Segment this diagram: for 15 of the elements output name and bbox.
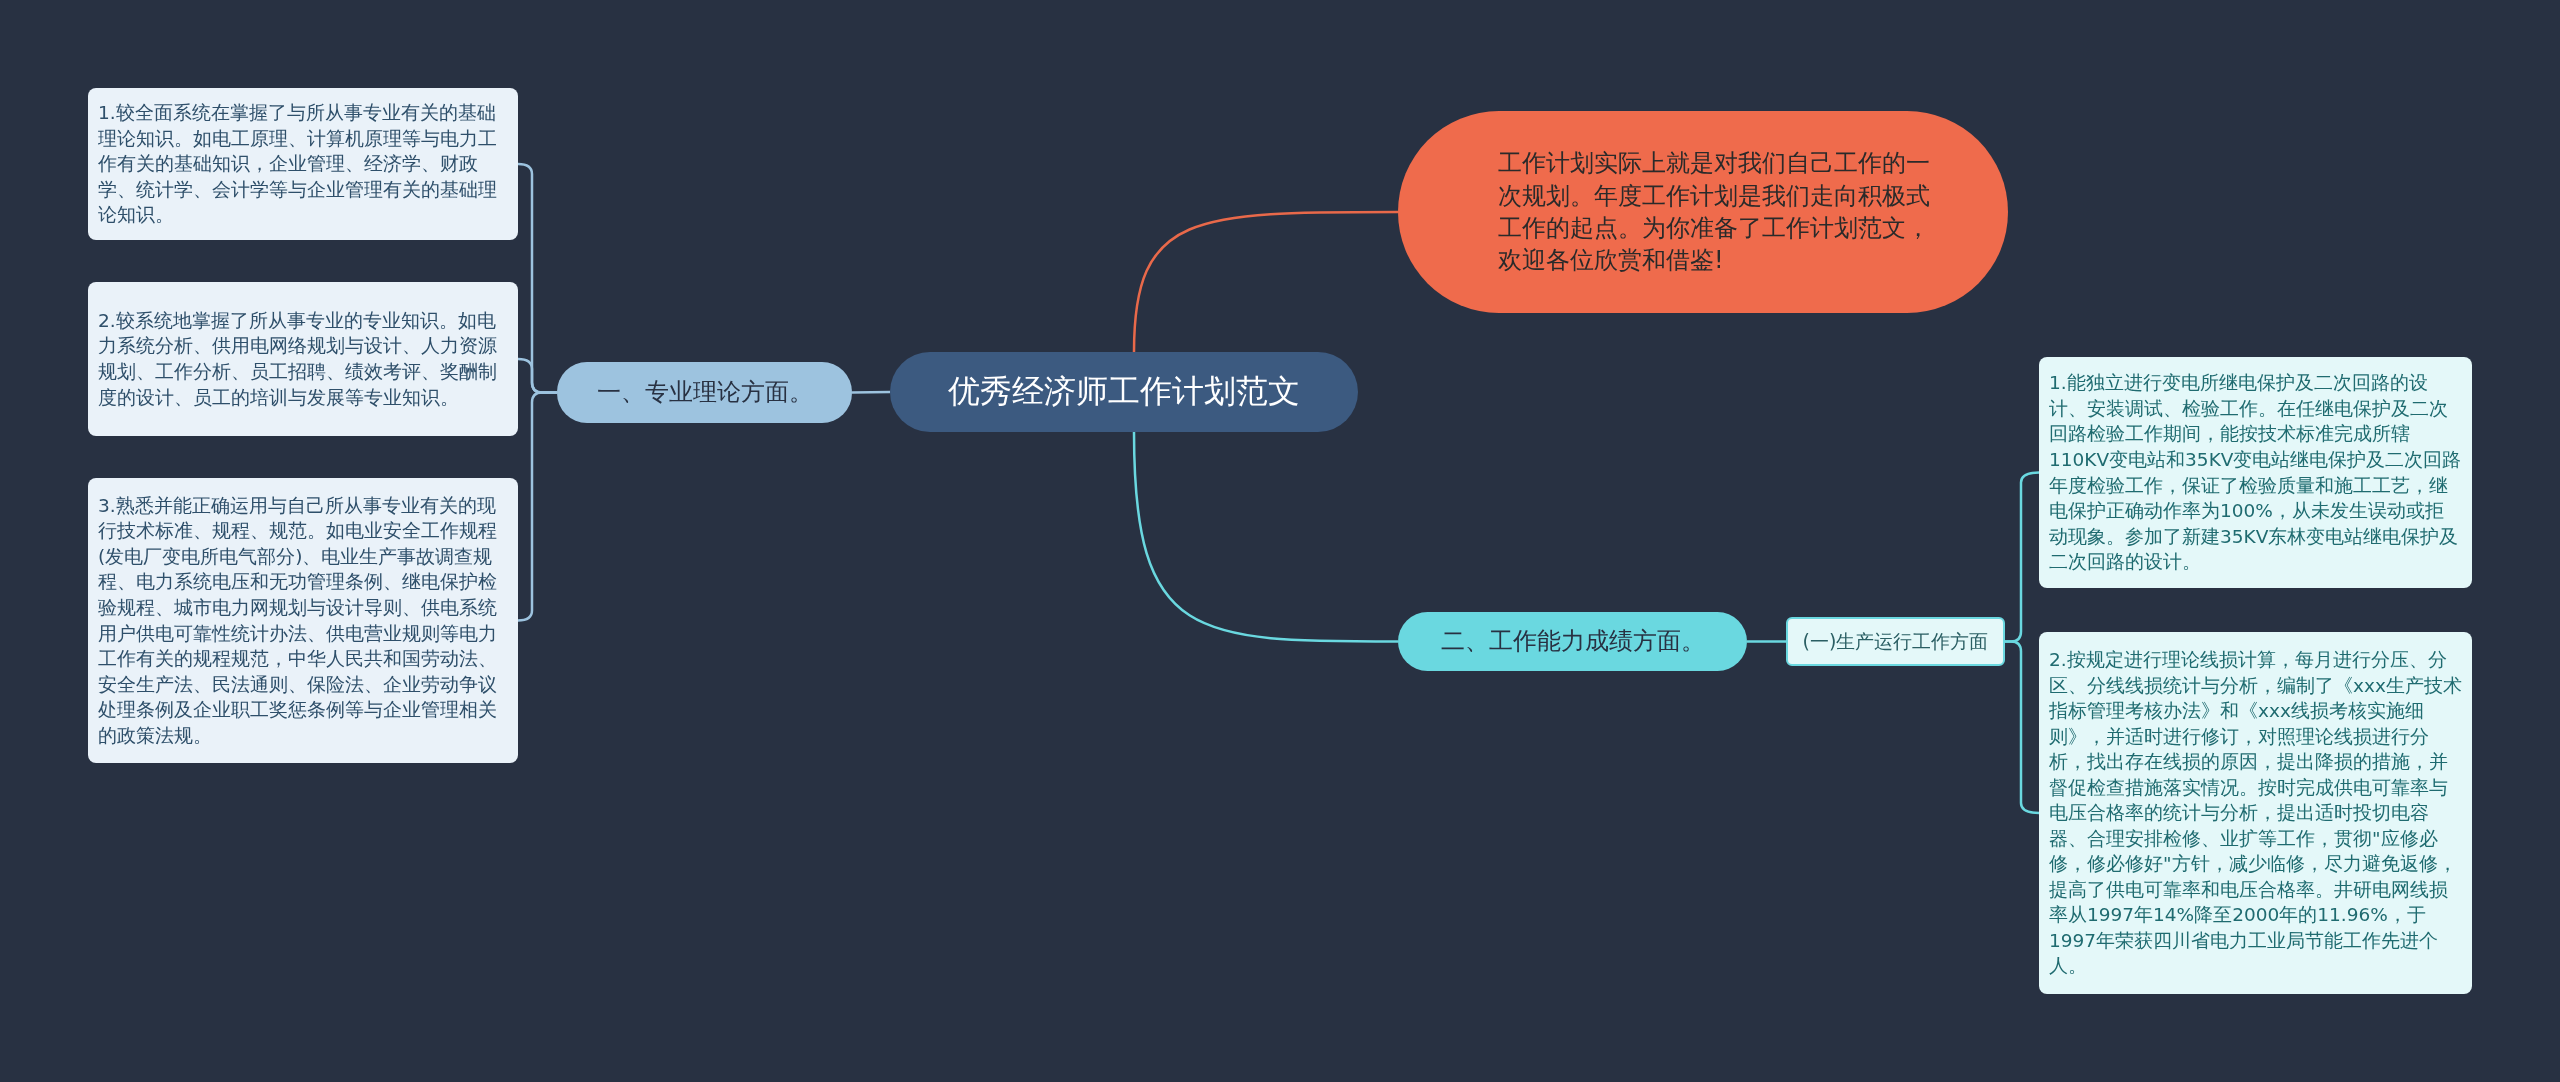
- connector-line: [517, 391, 557, 622]
- subtopic-box: (一)生产运行工作方面: [1786, 617, 2005, 666]
- text-card: 3.熟悉并能正确运用与自己所从事专业有关的现行技术标准、规程、规范。如电业安全工作规程(发电厂变电所电气部分)、电业生产事故调查规程、电力系统电压和无功管理条例、继电保护检验规程、城市电力网规划与设计导则、供电系统用户供电可靠性统计办法、供电营业规则等电力工作有关的规程规范，中华人民共和国劳动法、安全生产法、民法通则、保险法、企业劳动争议处理条例及企业职工奖惩条例等与企业管理相关的政策法规。: [88, 478, 518, 763]
- connector-line: [852, 390, 890, 394]
- text-card: 1.较全面系统在掌握了与所从事专业有关的基础理论知识。如电工原理、计算机原理等与电力工作有关的基础知识，企业管理、经济学、财政学、统计学、会计学等与企业管理有关的基础理论知识。: [88, 88, 518, 240]
- branch-topic: 二、工作能力成绩方面。: [1398, 612, 1747, 671]
- intro-bubble: 工作计划实际上就是对我们自己工作的一次规划。年度工作计划是我们走向积极式工作的起点。为你准备了工作计划范文，欢迎各位欣赏和借鉴!: [1398, 111, 2008, 313]
- branch-topic: 一、专业理论方面。: [557, 362, 852, 423]
- central-topic: 优秀经济师工作计划范文: [890, 352, 1358, 432]
- text-card: 1.能独立进行变电所继电保护及二次回路的设计、安装调试、检验工作。在任继电保护及二次回路检验工作期间，能按技术标准完成所辖110KV变电站和35KV变电站继电保护及二次回路年度检验工作，保证了检验质量和施工工艺，继电保护正确动作率为100%，从未发生误动或拒动现象。参加了新建35KV东林变电站继电保护及二次回路的设计。: [2039, 357, 2472, 588]
- text-card: 2.较系统地掌握了所从事专业的专业知识。如电力系统分析、供用电网络规划与设计、人力资源规划、工作分析、员工招聘、绩效考评、奖酬制度的设计、员工的培训与发展等专业知识。: [88, 282, 518, 436]
- connector-line: [1132, 210, 1398, 353]
- connector-line: [1747, 640, 1786, 643]
- connector-line: [1132, 431, 1398, 643]
- text-card: 2.按规定进行理论线损计算，每月进行分压、分区、分线线损统计与分析，编制了《xxx生产技术指标管理考核办法》和《xxx线损考核实施细则》，并适时进行修订，对照理论线损进行分析，找出存在线损的原因，提出降损的措施，并督促检查措施落实情况。按时完成供电可靠率与电压合格率的统计与分析，提出适时投切电容器、合理安排检修、业扩等工作，贯彻"应修必修，修必修好"方针，减少临修，尽力避免返修，提高了供电可靠率和电压合格率。井研电网线损率从1997年14%降至2000年的11.96%，于1997年荣获四川省电力工业局节能工作先进个人。: [2039, 632, 2472, 994]
